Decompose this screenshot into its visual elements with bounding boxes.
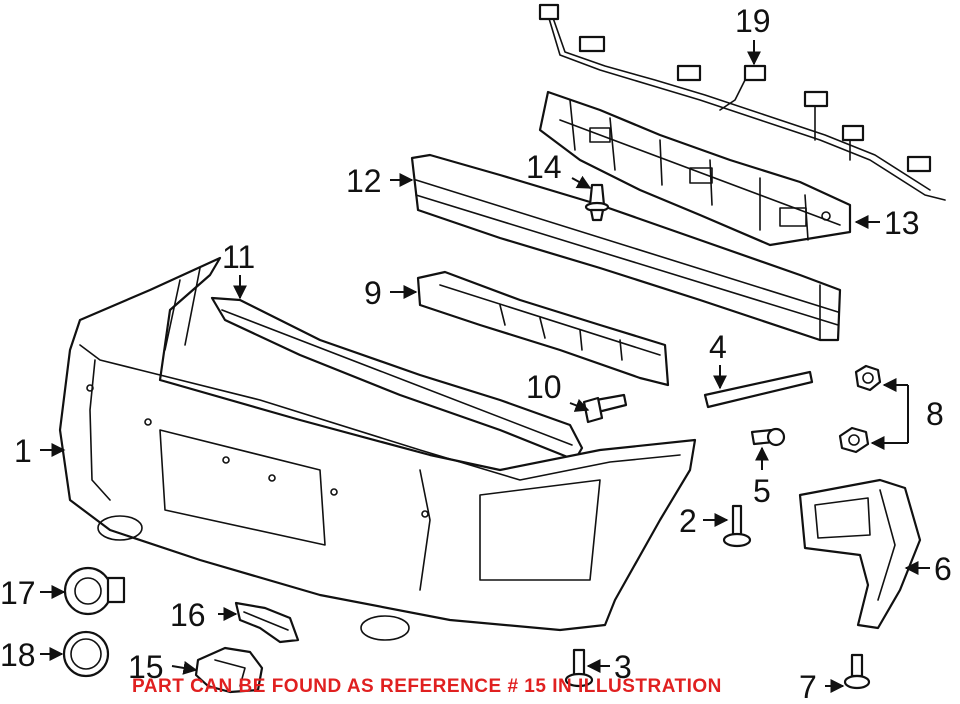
screw-part-7[interactable] (843, 653, 871, 690)
parking-sensor-part-17[interactable] (63, 566, 126, 616)
callout-10: 10 (526, 369, 562, 405)
reinforcement-beam-part-12[interactable] (410, 153, 842, 342)
callout-9: 9 (364, 275, 382, 311)
bolt-part-10[interactable] (582, 393, 628, 424)
callout-2: 2 (679, 503, 697, 539)
trim-strip-part-4[interactable] (703, 370, 814, 409)
callout-13: 13 (884, 205, 920, 241)
leader-lines (40, 40, 930, 693)
callout-14: 14 (526, 149, 562, 185)
energy-absorber-part-9[interactable] (416, 270, 670, 387)
nut-upper-part-8[interactable] (854, 364, 882, 392)
callout-1: 1 (14, 433, 32, 469)
nut-lower-part-8[interactable] (838, 426, 870, 454)
callout-12: 12 (346, 163, 382, 199)
screw-part-2[interactable] (722, 504, 752, 548)
callout-15: 15 (128, 649, 164, 685)
wiring-harness-part-19[interactable] (538, 3, 946, 201)
callout-numbers: 1 2 3 4 5 6 7 8 9 10 11 12 13 14 15 16 1… (0, 3, 952, 704)
screw-part-3[interactable] (564, 648, 594, 688)
bumper-cover-part-1[interactable] (58, 256, 697, 641)
sensor-ring-part-18[interactable] (62, 630, 110, 678)
callout-18: 18 (0, 637, 36, 673)
callout-6: 6 (934, 551, 952, 587)
callout-16: 16 (170, 597, 206, 633)
side-bracket-part-6[interactable] (798, 478, 922, 630)
upper-support-part-11[interactable] (210, 296, 584, 462)
callout-4: 4 (709, 329, 727, 365)
callout-17: 17 (0, 575, 36, 611)
push-clip-part-14[interactable] (584, 183, 610, 222)
callout-19: 19 (735, 3, 771, 39)
sensor-retainer-part-15[interactable] (194, 646, 264, 694)
callout-7: 7 (799, 669, 817, 704)
callout-3: 3 (614, 649, 632, 685)
bolt-part-5[interactable] (750, 427, 786, 447)
absorber-bracket-part-13[interactable] (538, 90, 852, 247)
reference-caption: PART CAN BE FOUND AS REFERENCE # 15 IN I… (132, 676, 722, 697)
small-bracket-part-16[interactable] (234, 601, 300, 644)
callout-8: 8 (926, 396, 944, 432)
callout-5: 5 (753, 473, 771, 509)
callout-11: 11 (222, 239, 255, 275)
